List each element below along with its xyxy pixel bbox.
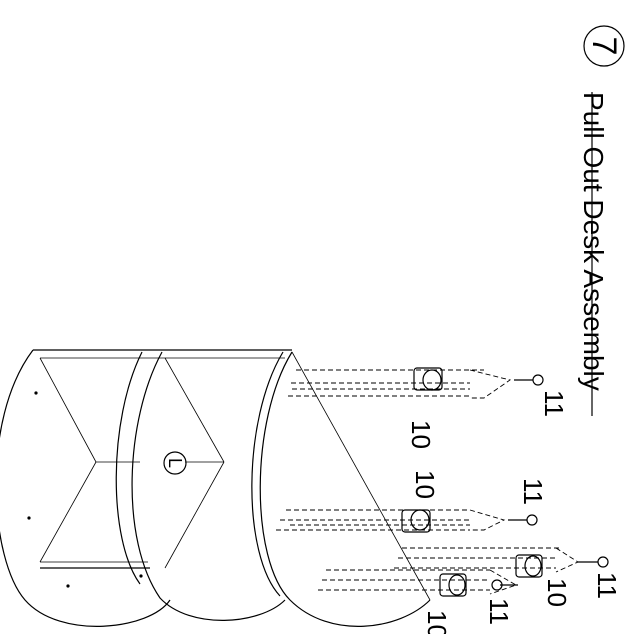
title-group: Pull Out Desk Assembly bbox=[578, 92, 609, 416]
desk-front-arc bbox=[259, 351, 431, 627]
part-callout: 10 bbox=[422, 610, 452, 634]
caster-wheel-face bbox=[410, 509, 430, 531]
hole bbox=[139, 574, 143, 578]
part-callout: 10 bbox=[406, 420, 436, 449]
caster-assembly-1: 11 10 bbox=[288, 367, 569, 449]
brace-right-upper bbox=[164, 357, 225, 463]
caster-wheel bbox=[413, 367, 443, 391]
brace-right-lower bbox=[164, 461, 225, 569]
part-callout: 11 bbox=[592, 572, 622, 599]
desk-middle-arc bbox=[131, 351, 286, 621]
part-callout: 11 bbox=[484, 598, 514, 625]
screw-head bbox=[597, 556, 609, 568]
page-title: Pull Out Desk Assembly bbox=[578, 92, 609, 391]
hole bbox=[66, 584, 70, 588]
caster-assembly-3: 11 10 bbox=[394, 547, 622, 607]
screw-head bbox=[526, 514, 538, 526]
desk-front-inner-arc bbox=[251, 351, 284, 597]
step-circle bbox=[583, 25, 625, 67]
hole bbox=[34, 391, 38, 395]
caster-assembly-4: 11 10 bbox=[318, 569, 518, 634]
brace-left-lower bbox=[39, 461, 97, 563]
caster-wheel-face bbox=[422, 369, 442, 391]
part-callout: 10 bbox=[542, 578, 572, 607]
part-callout: 10 bbox=[410, 470, 440, 499]
part-callout: 11 bbox=[518, 478, 548, 505]
step-number: 7 bbox=[585, 37, 623, 56]
desk-inner-arc bbox=[115, 351, 143, 585]
panel-marker: L bbox=[163, 451, 187, 475]
caster-wheel bbox=[515, 554, 543, 578]
hole bbox=[27, 516, 31, 520]
caster-wheel bbox=[439, 573, 467, 597]
caster-wheel-face bbox=[448, 574, 466, 596]
desk-body bbox=[0, 349, 431, 627]
brace-left-upper bbox=[39, 357, 97, 463]
caster-wheel bbox=[401, 509, 431, 533]
desk-outer-left-arc bbox=[0, 349, 171, 627]
screw-head bbox=[491, 579, 503, 591]
step-indicator: 7 bbox=[583, 25, 625, 67]
screw-head bbox=[532, 374, 544, 386]
panel-marker-circle bbox=[163, 451, 187, 475]
caster-assembly-2: 11 10 bbox=[276, 470, 548, 533]
front-diagonal bbox=[291, 351, 431, 601]
panel-marker-label: L bbox=[165, 458, 185, 468]
caster-wheel-face bbox=[524, 555, 542, 577]
part-callout: 11 bbox=[539, 390, 569, 417]
